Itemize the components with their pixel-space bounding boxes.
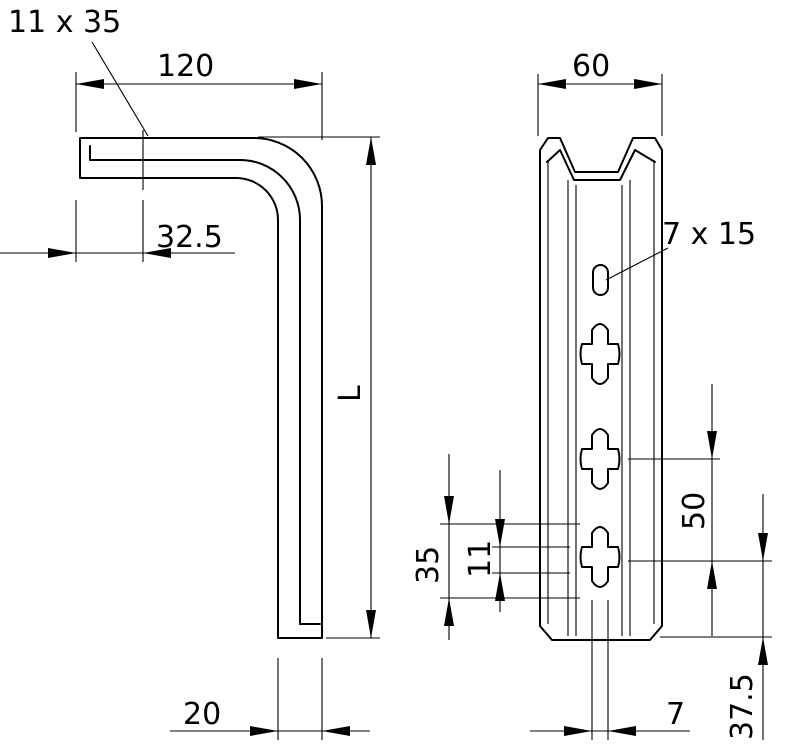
front-view (440, 74, 772, 740)
channel-inner-fold (546, 149, 656, 181)
keyhole-slot (579, 323, 621, 385)
arrowhead (250, 726, 278, 736)
label-lip: 32.5 (156, 220, 223, 255)
label-foot: 20 (183, 697, 221, 732)
arrowhead (366, 610, 376, 638)
arrowhead (294, 79, 322, 89)
arrowhead (707, 561, 717, 589)
bracket-inner-line (89, 159, 301, 625)
arrowhead (608, 726, 636, 736)
arrowhead (564, 726, 592, 736)
side-view (0, 41, 380, 740)
label-width-front: 60 (572, 49, 610, 84)
arrowhead (143, 248, 171, 258)
arrowhead (707, 431, 717, 459)
label-hole-width: 11 (463, 540, 498, 578)
arrowhead (48, 248, 76, 258)
arrowhead (495, 573, 505, 601)
label-start-offset: 37.5 (725, 673, 760, 740)
arrowhead (444, 496, 454, 524)
arrowhead (538, 79, 566, 89)
slot-front-leader (605, 247, 669, 281)
slot-small (592, 264, 609, 296)
arrowhead (76, 79, 104, 89)
arrowhead (495, 519, 505, 547)
dimension-labels: 11 x 35 120 32.5 L 20 60 7 x 15 50 35 11… (8, 5, 760, 740)
channel-outline (539, 137, 663, 641)
arrowhead (366, 137, 376, 165)
arrowhead (322, 726, 350, 736)
arrowhead (758, 533, 768, 561)
keyhole-slot (579, 428, 621, 490)
label-width-side: 120 (157, 49, 214, 84)
label-hole-width-bottom: 7 (666, 697, 685, 732)
label-slot-front: 7 x 15 (662, 217, 756, 252)
keyhole-slot (579, 526, 621, 588)
label-hole-height: 35 (411, 546, 446, 584)
arrowhead (634, 79, 662, 89)
label-slot-side: 11 x 35 (8, 5, 121, 40)
bracket-outline (79, 137, 323, 639)
label-pitch: 50 (677, 492, 712, 530)
arrowhead (758, 637, 768, 665)
slot-side-leader (91, 41, 149, 137)
bracket-end-lip (89, 145, 321, 625)
label-length: L (333, 385, 368, 402)
arrowhead (444, 598, 454, 626)
